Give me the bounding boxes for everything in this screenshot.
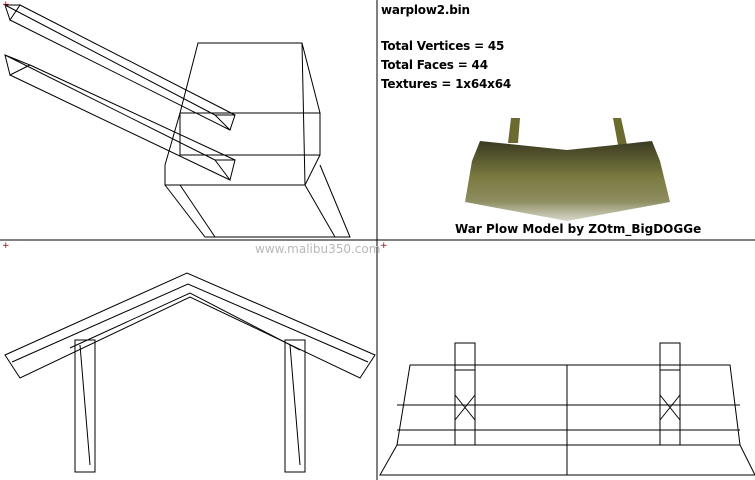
origin-marker: + xyxy=(2,241,10,251)
wireframe-bottom-right xyxy=(379,342,755,476)
textured-preview xyxy=(465,118,670,221)
origin-marker: + xyxy=(2,0,10,10)
origin-marker: + xyxy=(380,241,388,251)
model-filename: warplow2.bin xyxy=(381,3,470,17)
vertex-count: Total Vertices = 45 xyxy=(381,39,505,53)
wireframe-bottom-left xyxy=(4,272,376,473)
texture-info: Textures = 1x64x64 xyxy=(381,77,511,91)
wireframe-top-left xyxy=(4,4,351,238)
watermark: www.malibu350.com xyxy=(255,242,381,256)
model-caption: War Plow Model by ZOtm_BigDOGGe xyxy=(455,222,702,236)
face-count: Total Faces = 44 xyxy=(381,58,488,72)
